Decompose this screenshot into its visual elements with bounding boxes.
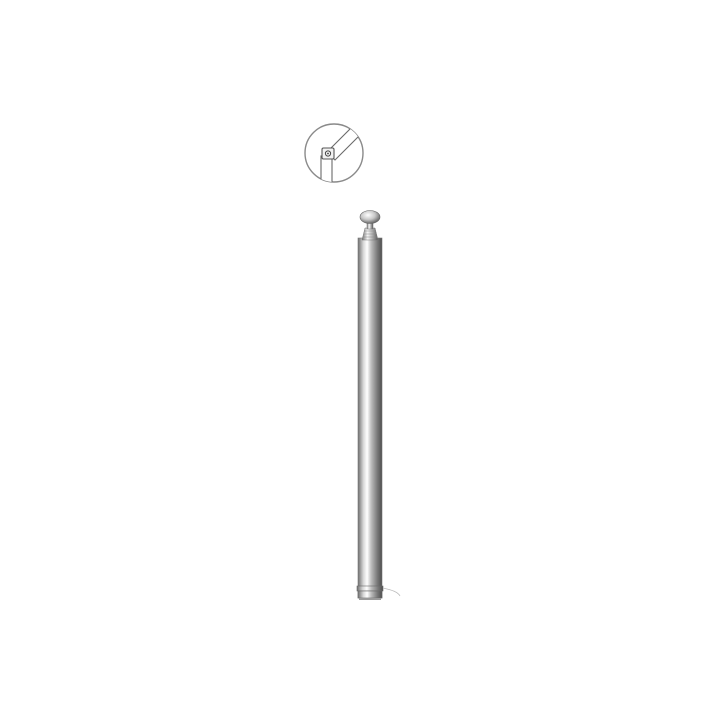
telescopic-antenna-image xyxy=(340,200,420,610)
swivel-joint-detail-icon xyxy=(303,122,365,184)
